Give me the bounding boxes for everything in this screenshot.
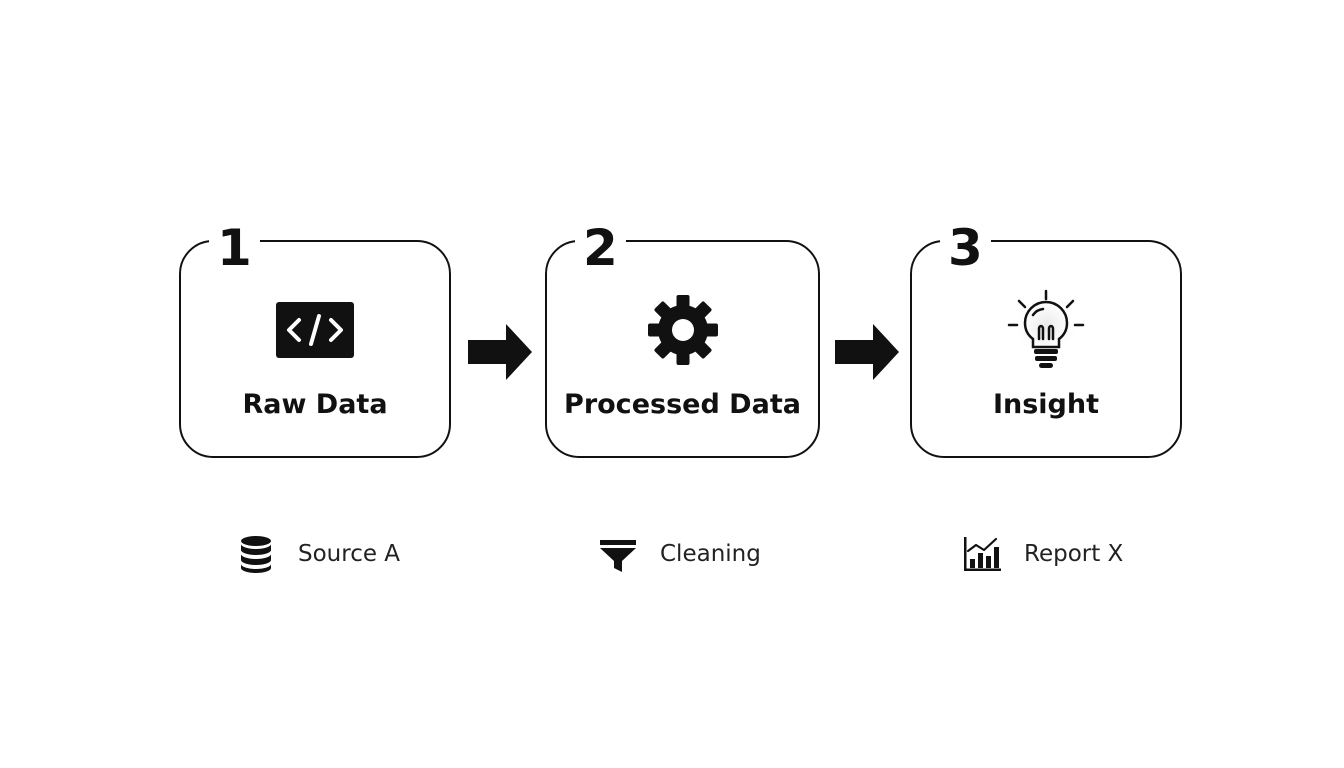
database-icon (236, 534, 276, 574)
stage-number: 2 (575, 220, 626, 276)
gear-icon (638, 290, 728, 370)
detail-label: Source A (298, 541, 401, 567)
stage-raw-data: 1 Raw Data (179, 220, 451, 458)
stage-number: 3 (940, 220, 991, 276)
detail-cleaning: Cleaning (598, 530, 761, 578)
arrow-right-icon (468, 324, 532, 380)
stage-title: Raw Data (242, 389, 388, 420)
filter-funnel-icon (598, 534, 638, 574)
detail-report: Report X (962, 530, 1123, 578)
stage-title: Insight (992, 389, 1100, 420)
detail-label: Report X (1024, 541, 1124, 567)
code-icon (270, 290, 360, 370)
bar-chart-icon (962, 534, 1002, 574)
stage-number: 1 (209, 220, 260, 276)
arrow-right-icon (835, 324, 899, 380)
lightbulb-icon (1001, 289, 1091, 370)
stage-title: Processed Data (564, 389, 801, 420)
stage-processed-data: 2 Processed Data (545, 220, 820, 458)
detail-label: Cleaning (660, 541, 761, 567)
detail-source: Source A (236, 530, 400, 578)
stage-insight: 3 (910, 220, 1182, 458)
